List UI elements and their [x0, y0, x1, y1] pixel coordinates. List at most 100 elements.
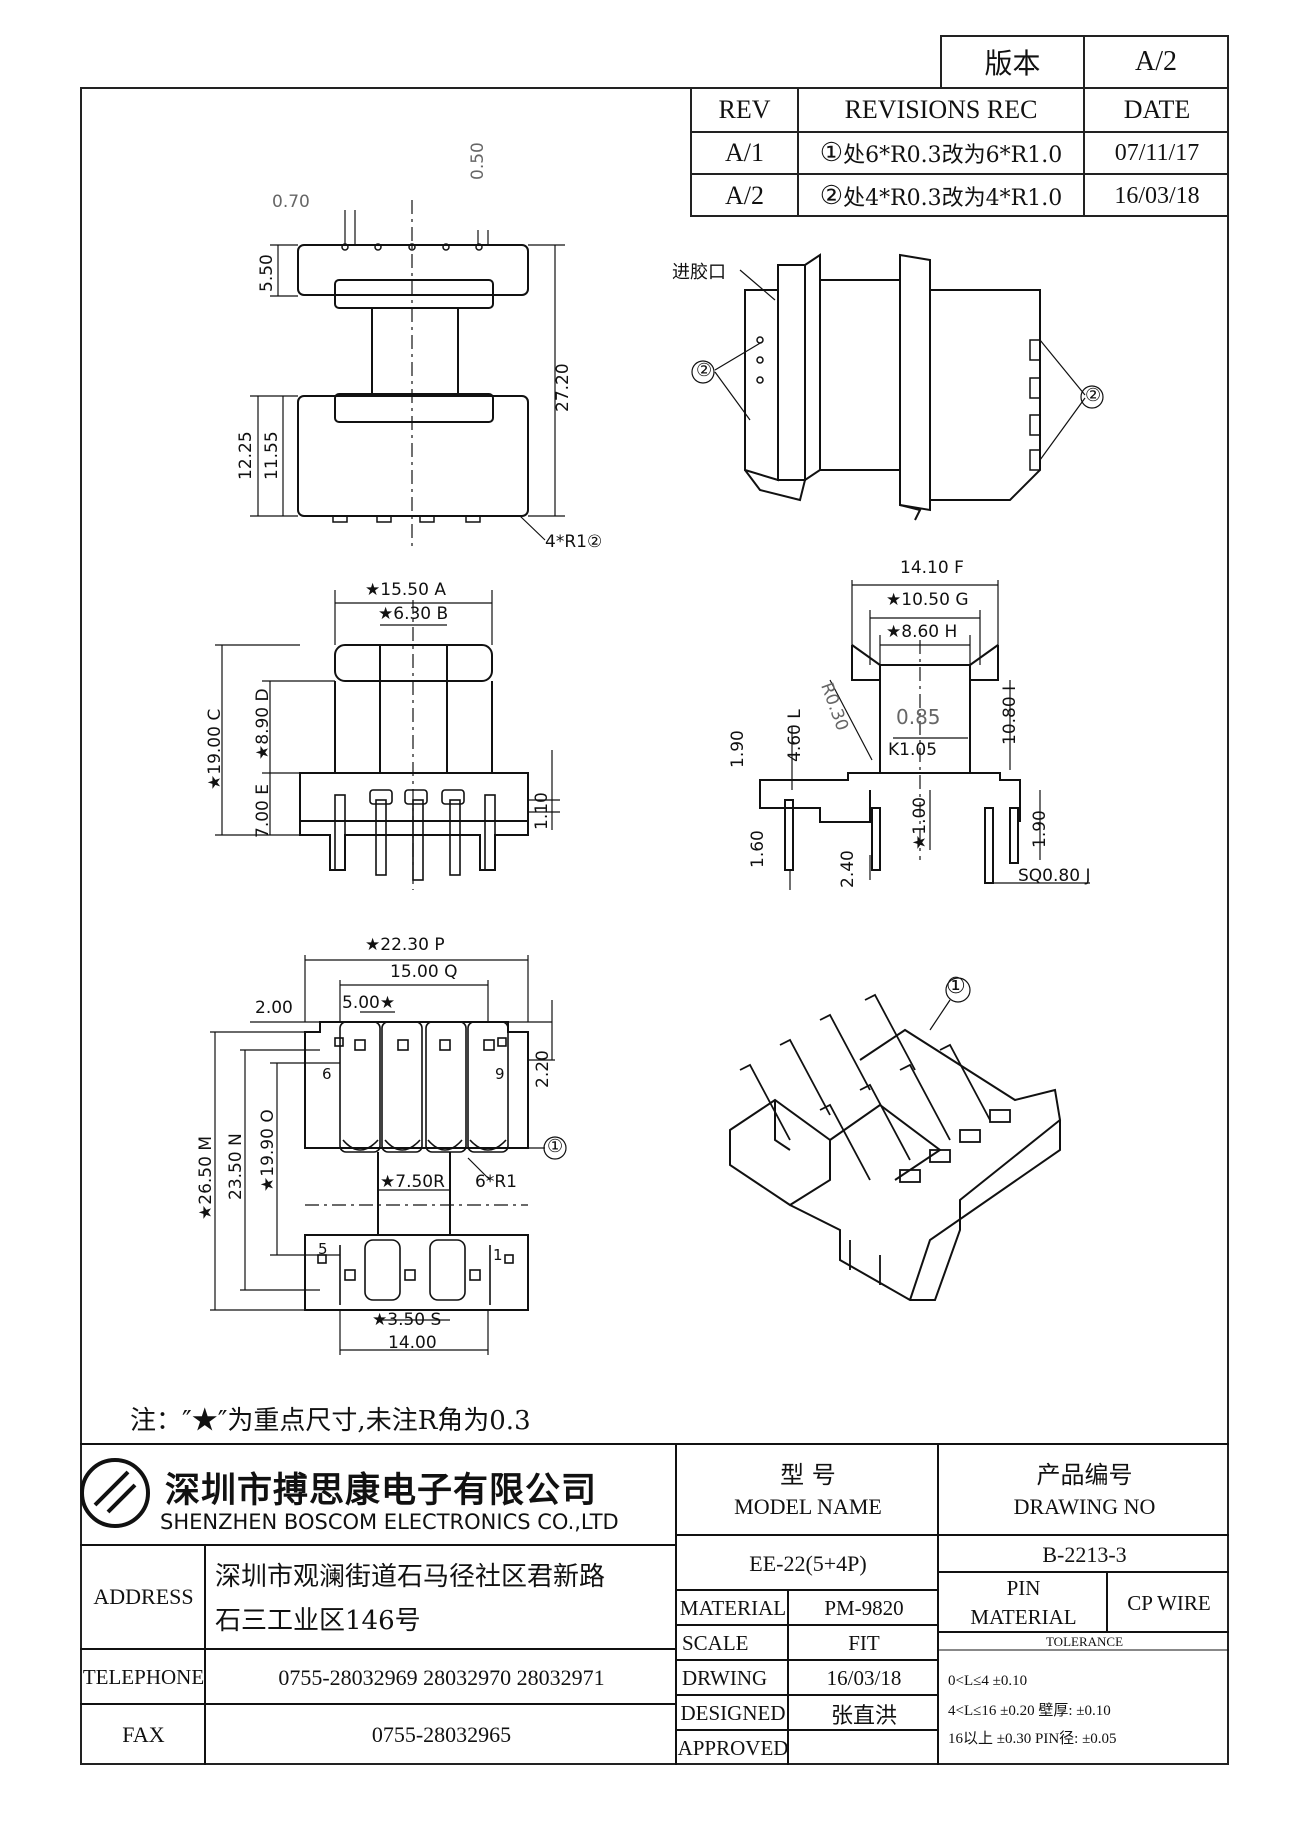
dim-b-value: 6.30 — [393, 604, 432, 624]
dim-g: ★10.50 G — [886, 590, 969, 610]
dim-4r1-text: 4*R1 — [545, 532, 587, 552]
rev-row-1-rev: A/1 — [725, 138, 764, 167]
pin-6: 6 — [322, 1065, 332, 1083]
dim-r-value: 7.50 — [395, 1172, 434, 1192]
dim-2-00: 2.00 — [255, 998, 293, 1018]
dim-4r1-mark: ② — [586, 532, 603, 552]
drawing-border — [80, 87, 1229, 1765]
dim-11-55: 11.55 — [262, 431, 282, 480]
dim-sq-value: SQ0.80 — [1018, 866, 1081, 886]
star-5-00: ★ — [379, 993, 396, 1013]
star-p: ★ — [365, 935, 381, 955]
dim-p-tag: P — [434, 935, 445, 955]
pin-1: 1 — [493, 1246, 503, 1264]
gate-label: 进胶口 — [672, 262, 726, 283]
rev-row-line-2 — [690, 173, 1229, 175]
model-value: EE-22(5+4P) — [749, 1550, 867, 1576]
dim-q-value: 15.00 — [390, 962, 439, 982]
dim-n-tag: N — [226, 1133, 246, 1146]
star-s: ★ — [372, 1310, 388, 1330]
dim-k: K1.05 — [888, 740, 937, 760]
star-b: ★ — [378, 604, 394, 624]
dim-a: ★15.50 A — [365, 580, 446, 600]
tolerance-line-3: 16以上 ±0.30 PIN径: ±0.05 — [948, 1731, 1117, 1747]
address-line-2: 石三工业区146号 — [215, 1606, 421, 1636]
dim-27-20: 27.20 — [553, 363, 573, 412]
iso-bottom-mark-1: ① — [946, 974, 966, 999]
pin-9: 9 — [495, 1065, 505, 1083]
dim-k-tag: K — [888, 740, 900, 760]
dim-i-value: 10.80 — [1000, 696, 1020, 745]
title-block-lines — [80, 1443, 1229, 1765]
dim-e: 7.00 E — [253, 784, 273, 838]
tolerance-line-1: 0<L≤4 ±0.10 — [948, 1673, 1028, 1689]
star-a: ★ — [365, 580, 381, 600]
iso-mark-right: ② — [1085, 385, 1102, 406]
designed-value: 张直洪 — [830, 1703, 897, 1729]
dim-m: ★26.50 M — [196, 1136, 216, 1220]
iso-mark-left: ② — [696, 360, 713, 381]
rev-header-rev: REV — [718, 95, 771, 124]
dim-p: ★22.30 P — [365, 935, 445, 955]
star-1-00: ★ — [910, 834, 930, 850]
dim-c-tag: C — [205, 708, 225, 721]
rev-col-line-2 — [1083, 87, 1085, 217]
star-r: ★ — [380, 1172, 396, 1192]
rev-row-2-rev: A/2 — [725, 181, 764, 210]
rev-row-2-date: 16/03/18 — [1114, 182, 1200, 209]
tolerance-label: TOLERANCE — [1045, 1633, 1124, 1649]
fax-label: FAX — [122, 1722, 165, 1747]
dim-o-tag: O — [258, 1109, 278, 1123]
drawing-label-en: DRAWING NO — [1013, 1494, 1156, 1519]
star-c: ★ — [205, 774, 225, 790]
address-label: ADDRESS — [93, 1584, 194, 1609]
model-label-cn: 型 号 — [780, 1460, 836, 1489]
dim-m-value: 26.50 — [196, 1156, 216, 1205]
dim-s: ★3.50 S — [372, 1310, 441, 1330]
dim-4r1: 4*R1② — [545, 532, 602, 552]
dim-14-00: 14.00 — [388, 1333, 437, 1353]
company-name-en: SHENZHEN BOSCOM ELECTRONICS CO.,LTD — [160, 1510, 619, 1534]
drwing-label: DRWING — [682, 1666, 768, 1690]
iso-bottom-view — [729, 977, 1062, 1301]
dim-b: ★6.30 B — [378, 604, 448, 624]
dim-f-tag: F — [954, 558, 964, 578]
address-line-1: 深圳市观澜街道石马径社区君新路 — [215, 1562, 606, 1592]
company-name-cn: 深圳市搏思康电子有限公司 — [165, 1471, 598, 1511]
dim-n-value: 23.50 — [226, 1151, 246, 1200]
material-value: PM-9820 — [824, 1596, 904, 1620]
dim-1-90b: 1.90 — [1030, 810, 1050, 848]
dim-c-value: 19.00 — [205, 726, 225, 775]
dim-i: 10.80 I — [1000, 686, 1020, 745]
designed-label: DESIGNED — [680, 1701, 786, 1725]
star-d: ★ — [253, 744, 273, 760]
dim-0-85: 0.85 — [896, 705, 941, 729]
dim-g-value: 10.50 — [901, 590, 950, 610]
scale-value: FIT — [848, 1631, 880, 1655]
bottom-view — [210, 955, 567, 1355]
dim-h-value: 8.60 — [901, 622, 940, 642]
dim-1-00-value: 1.00 — [910, 796, 930, 835]
star-g: ★ — [886, 590, 902, 610]
dim-0-50: 0.50 — [468, 142, 488, 180]
dim-a-value: 15.50 — [380, 580, 429, 600]
dim-6r1: 6*R1 — [475, 1172, 517, 1192]
dim-r: ★7.50R — [380, 1172, 445, 1192]
pin-5: 5 — [318, 1240, 328, 1258]
dim-5-00: 5.00★ — [342, 993, 395, 1013]
side-view — [250, 200, 565, 550]
dim-s-tag: S — [430, 1310, 442, 1330]
dim-1-90a: 1.90 — [728, 730, 748, 768]
dim-0-70: 0.70 — [272, 192, 310, 212]
star-m: ★ — [196, 1204, 216, 1220]
drwing-value: 16/03/18 — [826, 1666, 902, 1690]
fax-value: 0755-28032965 — [371, 1722, 512, 1747]
dim-sq-tag: J — [1085, 866, 1091, 886]
rev-row-1-desc: 处6*R0.3改为6*R1.0 — [843, 143, 1063, 168]
version-divider — [1083, 35, 1085, 89]
dim-h-tag: H — [944, 622, 958, 642]
dim-5-00-value: 5.00 — [342, 993, 380, 1013]
